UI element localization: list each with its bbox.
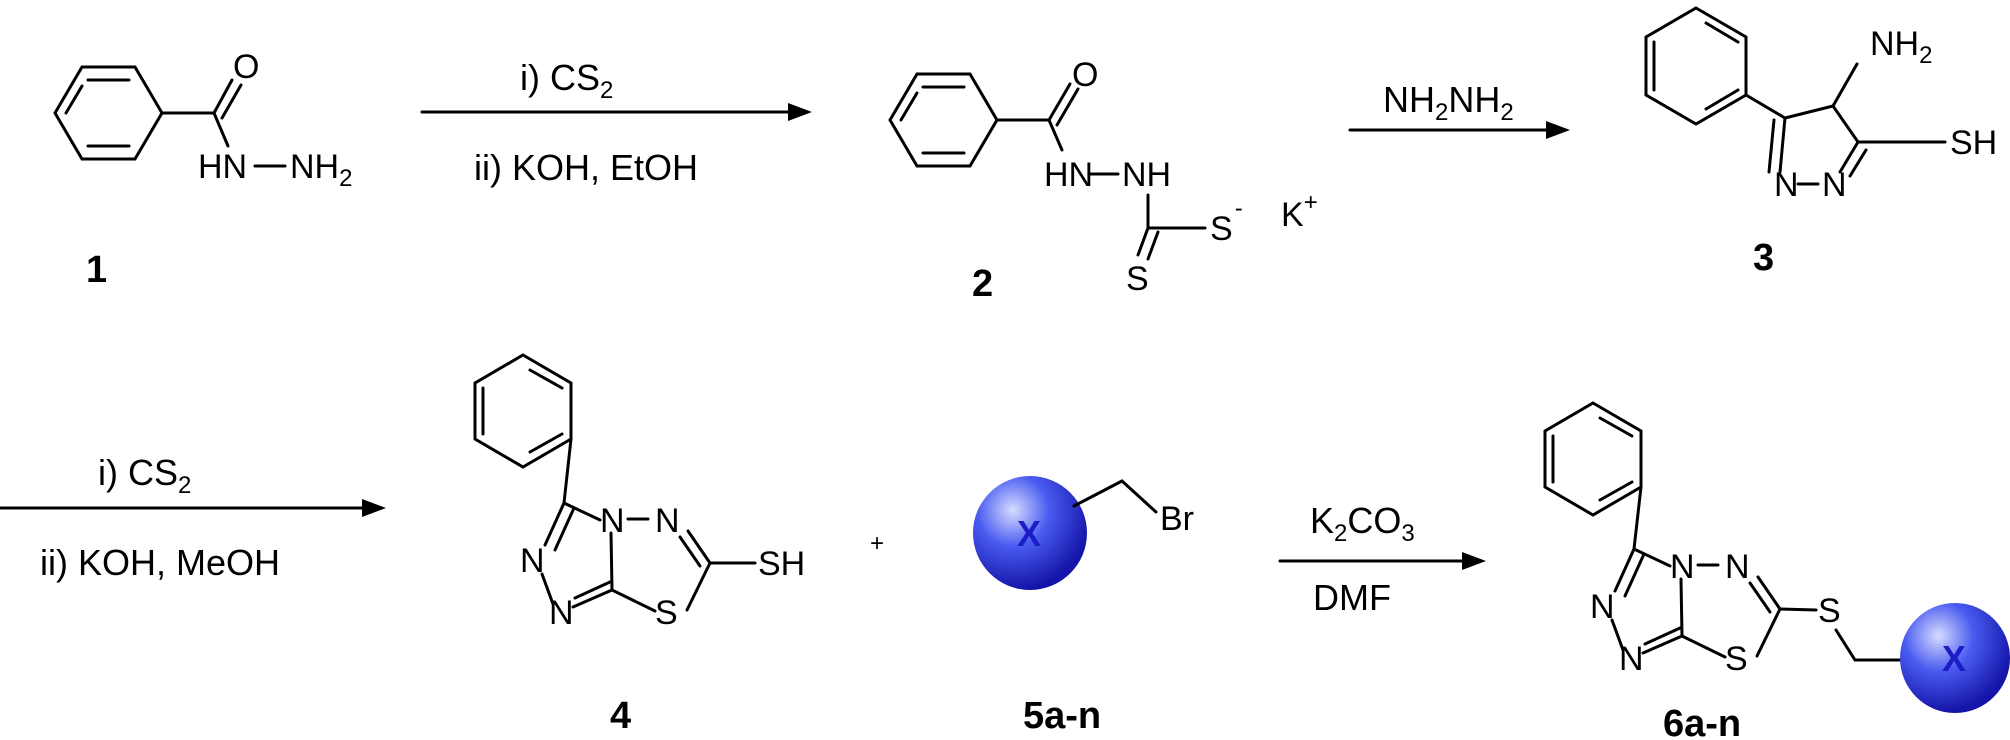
atom-n-left1: N xyxy=(520,542,545,580)
compound-2-number: 2 xyxy=(972,263,993,305)
compound-1-structure: O HN NH2 xyxy=(53,48,352,192)
atom-sulfur-ring: S xyxy=(1725,640,1748,678)
atom-nh: NH xyxy=(1122,156,1171,194)
atom-sulfur-linker: S xyxy=(1818,592,1841,630)
atom-sulfur-anion: S- xyxy=(1210,195,1243,248)
arrow-4 xyxy=(1278,552,1486,570)
atom-n1: N xyxy=(1774,166,1799,204)
atom-sulfur-ring: S xyxy=(655,594,678,632)
arrow-4-reagent-bottom: DMF xyxy=(1313,577,1391,618)
arrow-1-reagent-top: i) CS2 xyxy=(520,57,613,104)
arrow-3-reagent-bottom: ii) KOH, MeOH xyxy=(40,542,280,583)
benzene-ring xyxy=(1543,401,1643,517)
pyrazole-ring xyxy=(1767,104,1868,186)
atom-hn: HN xyxy=(1044,156,1093,194)
compound-6-number: 6a-n xyxy=(1663,703,1741,740)
atom-n-left1: N xyxy=(1590,588,1615,626)
arrow-2 xyxy=(1348,121,1570,139)
atom-oxygen: O xyxy=(233,48,259,86)
arrow-1 xyxy=(420,103,812,121)
compound-6-structure: N N N N S S X xyxy=(1543,401,2010,713)
benzene-ring xyxy=(473,353,573,469)
arrow-1-reagent-bottom: ii) KOH, EtOH xyxy=(474,147,698,188)
compound-5-structure: X Br xyxy=(973,476,1194,590)
atom-hn: HN xyxy=(198,148,247,186)
substituent-sphere-x xyxy=(1900,603,2010,713)
atom-n-top: N xyxy=(1725,548,1750,586)
compound-3-number: 3 xyxy=(1753,237,1774,279)
substituent-sphere-x xyxy=(973,476,1087,590)
compound-4-structure: N N N N S SH xyxy=(473,353,805,632)
atom-nh2: NH2 xyxy=(290,148,352,192)
atom-n-bridgehead: N xyxy=(1670,548,1695,586)
substituent-x-label: X xyxy=(1017,513,1041,554)
compound-3-structure: NH2 SH N N xyxy=(1644,6,1997,204)
arrow-4-reagent-top: K2CO3 xyxy=(1310,500,1415,547)
fused-triazolothiadiazole xyxy=(1610,547,1782,659)
arrow-3 xyxy=(0,499,386,517)
benzene-ring xyxy=(888,72,999,168)
compound-2-structure: O HN NH S- S K+ xyxy=(888,56,1318,298)
fused-triazolothiadiazole xyxy=(540,501,712,613)
atom-n2: N xyxy=(1822,166,1847,204)
compound-5-number: 5a-n xyxy=(1023,695,1101,737)
atom-sh: SH xyxy=(1950,124,1997,162)
compound-1-number: 1 xyxy=(86,249,107,291)
atom-sulfur-thione: S xyxy=(1126,260,1149,298)
benzene-ring xyxy=(1644,6,1748,126)
atom-n-bridgehead: N xyxy=(600,502,625,540)
potassium-cation: K+ xyxy=(1281,189,1318,234)
compound-4-number: 4 xyxy=(610,695,631,737)
atom-bromine: Br xyxy=(1160,500,1194,538)
atom-n-left2: N xyxy=(549,594,574,632)
atom-nh2: NH2 xyxy=(1870,25,1932,69)
arrow-3-reagent-top: i) CS2 xyxy=(98,452,191,499)
atom-n-top: N xyxy=(655,502,680,540)
plus-sign: + xyxy=(870,530,884,557)
atom-oxygen: O xyxy=(1072,56,1098,94)
benzene-ring xyxy=(53,65,164,161)
substituent-x-label: X xyxy=(1942,638,1966,679)
atom-sh: SH xyxy=(758,545,805,583)
arrow-2-reagent: NH2NH2 xyxy=(1383,79,1514,126)
atom-n-left2: N xyxy=(1619,640,1644,678)
